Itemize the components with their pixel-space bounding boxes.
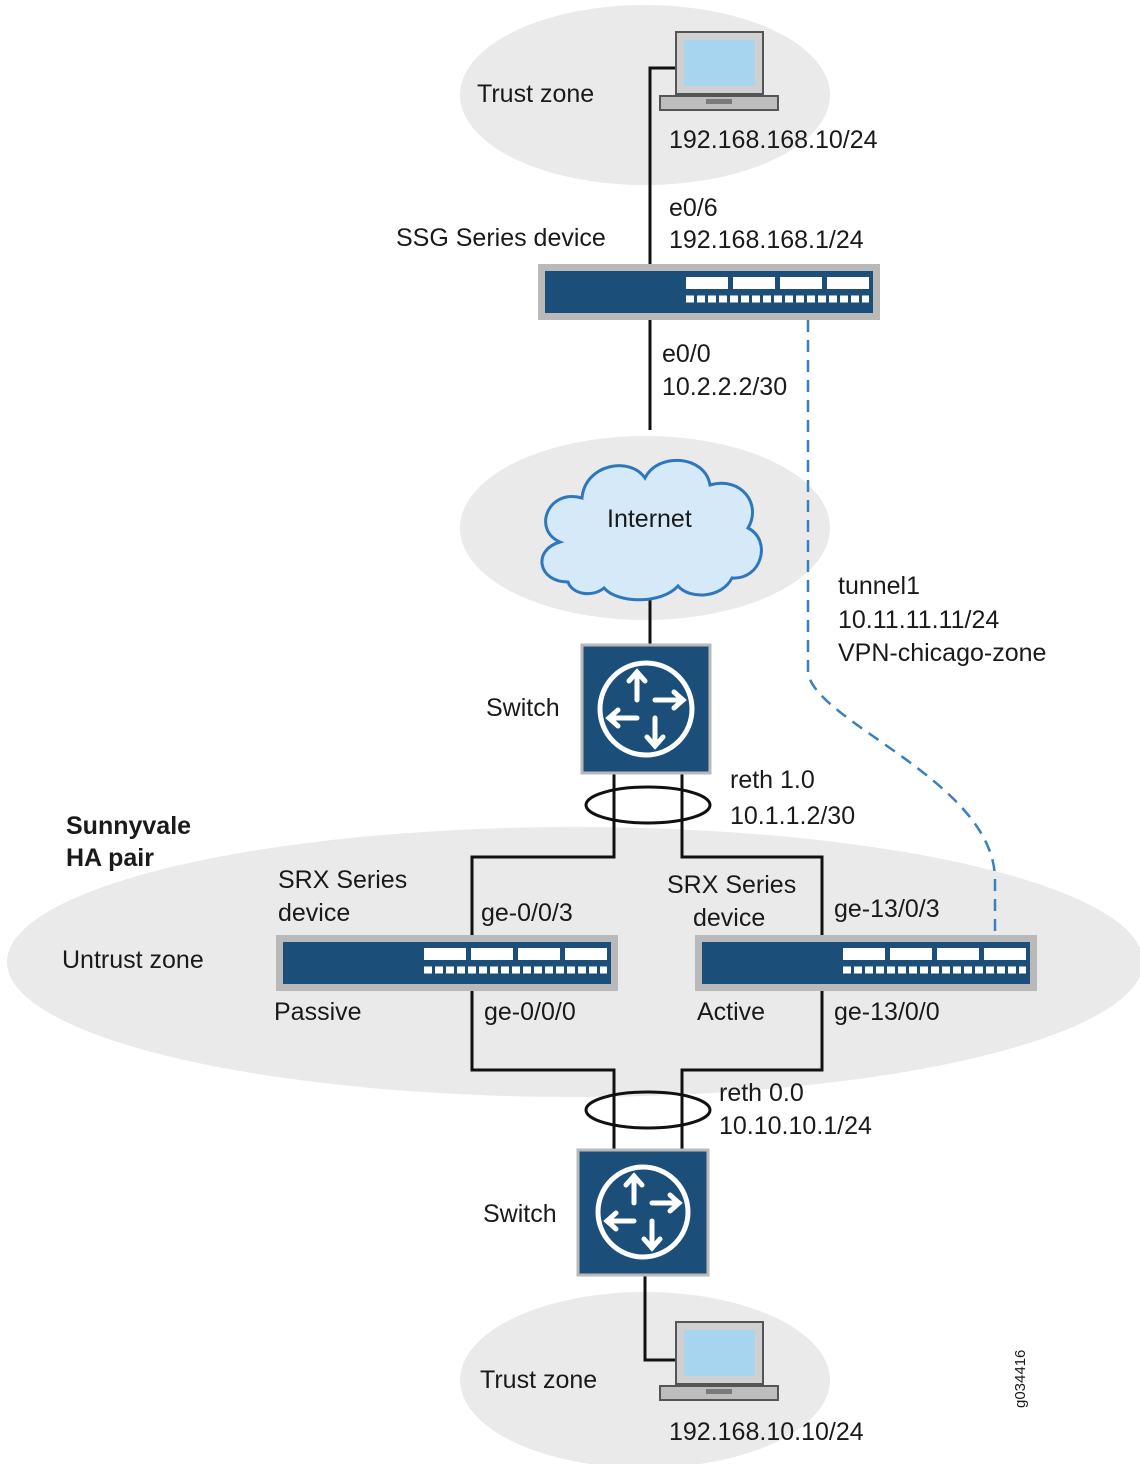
top-trust-zone-label: Trust zone [477,80,595,108]
srx-active-label-line1: SRX Series [667,871,797,899]
ssg-inside-interface: e0/6 [669,194,718,222]
tunnel-ip: 10.11.11.11/24 [838,606,1000,634]
ssg-inside-ip: 192.168.168.1/24 [669,226,864,254]
ssg-device-label: SSG Series device [396,224,606,252]
ha-pair-title-line2: HA pair [66,844,154,872]
reth-1-0-bundle [584,785,712,825]
connection-lines [470,66,824,1362]
laptop-icon [659,1321,779,1401]
ha-pair-title-line1: Sunnyvale [66,812,192,840]
bottom-host-ip: 192.168.10.10/24 [669,1418,864,1446]
srx-active-top-interface: ge-13/0/3 [834,895,940,923]
bottom-trust-zone-label: Trust zone [480,1366,598,1394]
srx-passive-top-interface: ge-0/0/3 [481,899,573,927]
srx-active-label-line2: device [693,904,766,932]
internet-cloud-icon [540,458,763,602]
figure-id: g034416 [1012,1349,1029,1408]
srx-active-bottom-interface: ge-13/0/0 [834,998,940,1026]
top-host-ip: 192.168.168.10/24 [669,126,878,154]
reth-0-0-label: reth 0.0 [719,1079,804,1107]
upper-switch-label: Switch [486,694,560,722]
vpn-tunnel-line [806,320,997,935]
lower-switch-label: Switch [483,1200,557,1228]
ssg-device-icon [538,264,880,320]
laptop-icon [659,31,779,111]
ssg-outside-ip: 10.2.2.2/30 [662,373,788,401]
internet-label: Internet [607,505,692,533]
srx-passive-label-line2: device [278,899,351,927]
reth-0-0-bundle [584,1090,712,1130]
reth-0-0-ip: 10.10.10.1/24 [719,1112,872,1140]
untrust-zone-label: Untrust zone [62,946,204,974]
reth-1-0-ip: 10.1.1.2/30 [730,802,856,830]
srx-passive-bottom-interface: ge-0/0/0 [484,998,576,1026]
srx-passive-device-icon [276,935,618,991]
lower-switch-icon [576,1148,710,1277]
tunnel-zone: VPN-chicago-zone [838,639,1047,667]
srx-active-state: Active [697,998,766,1026]
ssg-outside-interface: e0/0 [662,340,711,368]
srx-passive-state: Passive [274,998,362,1026]
upper-switch-icon [580,643,712,775]
tunnel-name: tunnel1 [838,572,921,600]
srx-passive-label-line1: SRX Series [278,866,408,894]
srx-active-device-icon [695,935,1037,991]
reth-1-0-label: reth 1.0 [730,766,815,794]
